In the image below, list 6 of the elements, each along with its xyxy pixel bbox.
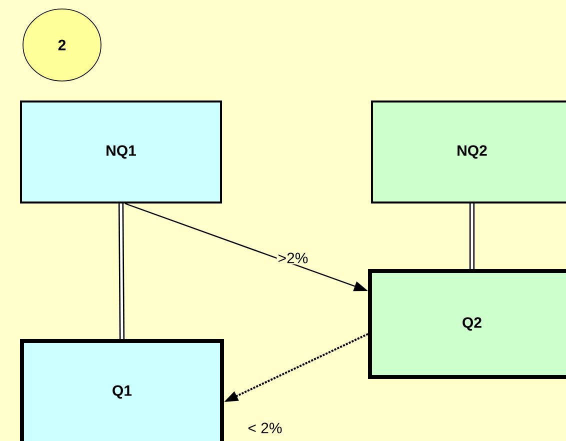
process-box: NQ2 [371, 100, 566, 204]
process-box: Q2 [368, 269, 566, 379]
process-box: Q1 [20, 339, 224, 441]
edge-label: >2% [276, 252, 310, 264]
edge-label: < 2% [246, 422, 284, 434]
process-box: NQ1 [20, 100, 222, 204]
